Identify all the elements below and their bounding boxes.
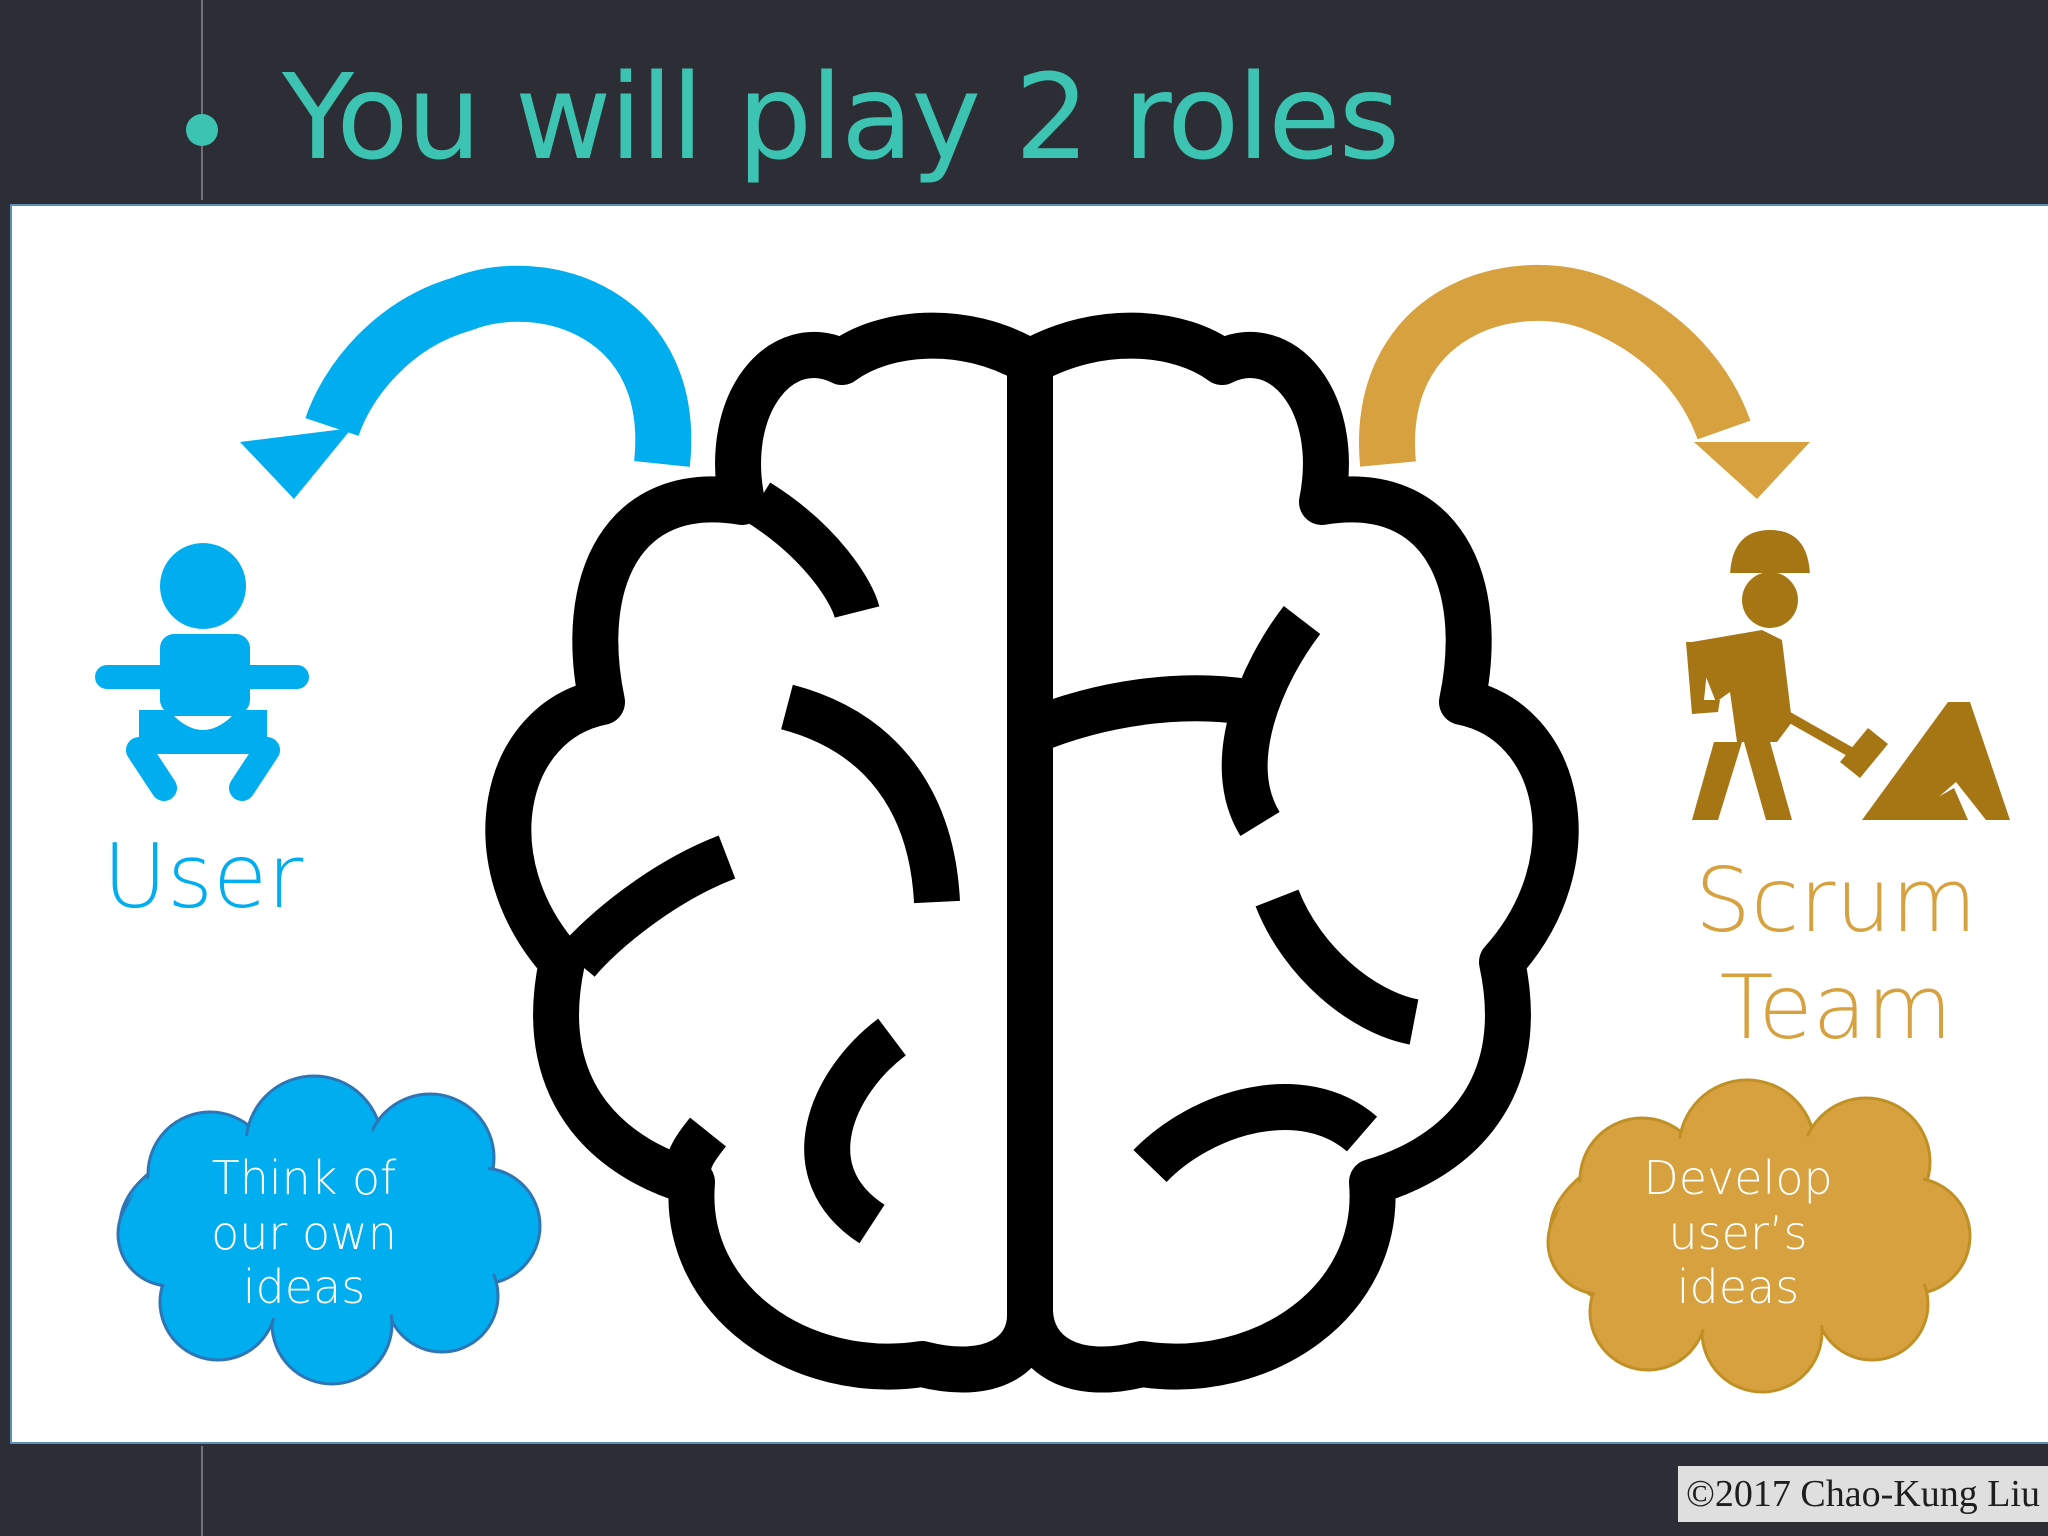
brain-icon xyxy=(485,312,1579,1393)
diagram-canvas: User Scrum Team xyxy=(95,264,2010,1394)
title-bullet-dot xyxy=(186,114,218,146)
baby-icon xyxy=(95,543,309,801)
slide-title: You will play 2 roles xyxy=(282,48,1400,186)
construction-worker-icon xyxy=(1686,530,2010,820)
team-cloud-line-3: ideas xyxy=(1677,1260,1799,1314)
team-idea-cloud xyxy=(1546,1078,1972,1394)
user-cloud-line-2: our own xyxy=(211,1206,397,1260)
user-role-label: User xyxy=(103,825,304,928)
user-cloud-line-3: ideas xyxy=(243,1260,365,1314)
diagram-panel: User Scrum Team xyxy=(10,204,2048,1444)
team-cloud-line-2: user’s xyxy=(1669,1206,1808,1260)
slide-vertical-rule-bottom xyxy=(201,1446,203,1536)
team-role-label-line-1: Scrum xyxy=(1695,849,1977,952)
user-cloud-line-1: Think of xyxy=(212,1151,398,1205)
curved-arrow-right-icon xyxy=(1359,264,1810,499)
user-idea-cloud xyxy=(116,1074,542,1386)
curved-arrow-left-icon xyxy=(240,265,692,499)
team-role-label-line-2: Team xyxy=(1720,956,1953,1059)
copyright-notice: ©2017 Chao-Kung Liu xyxy=(1678,1466,2048,1522)
team-cloud-line-1: Develop xyxy=(1643,1151,1832,1205)
slide-vertical-rule-top xyxy=(201,0,203,200)
